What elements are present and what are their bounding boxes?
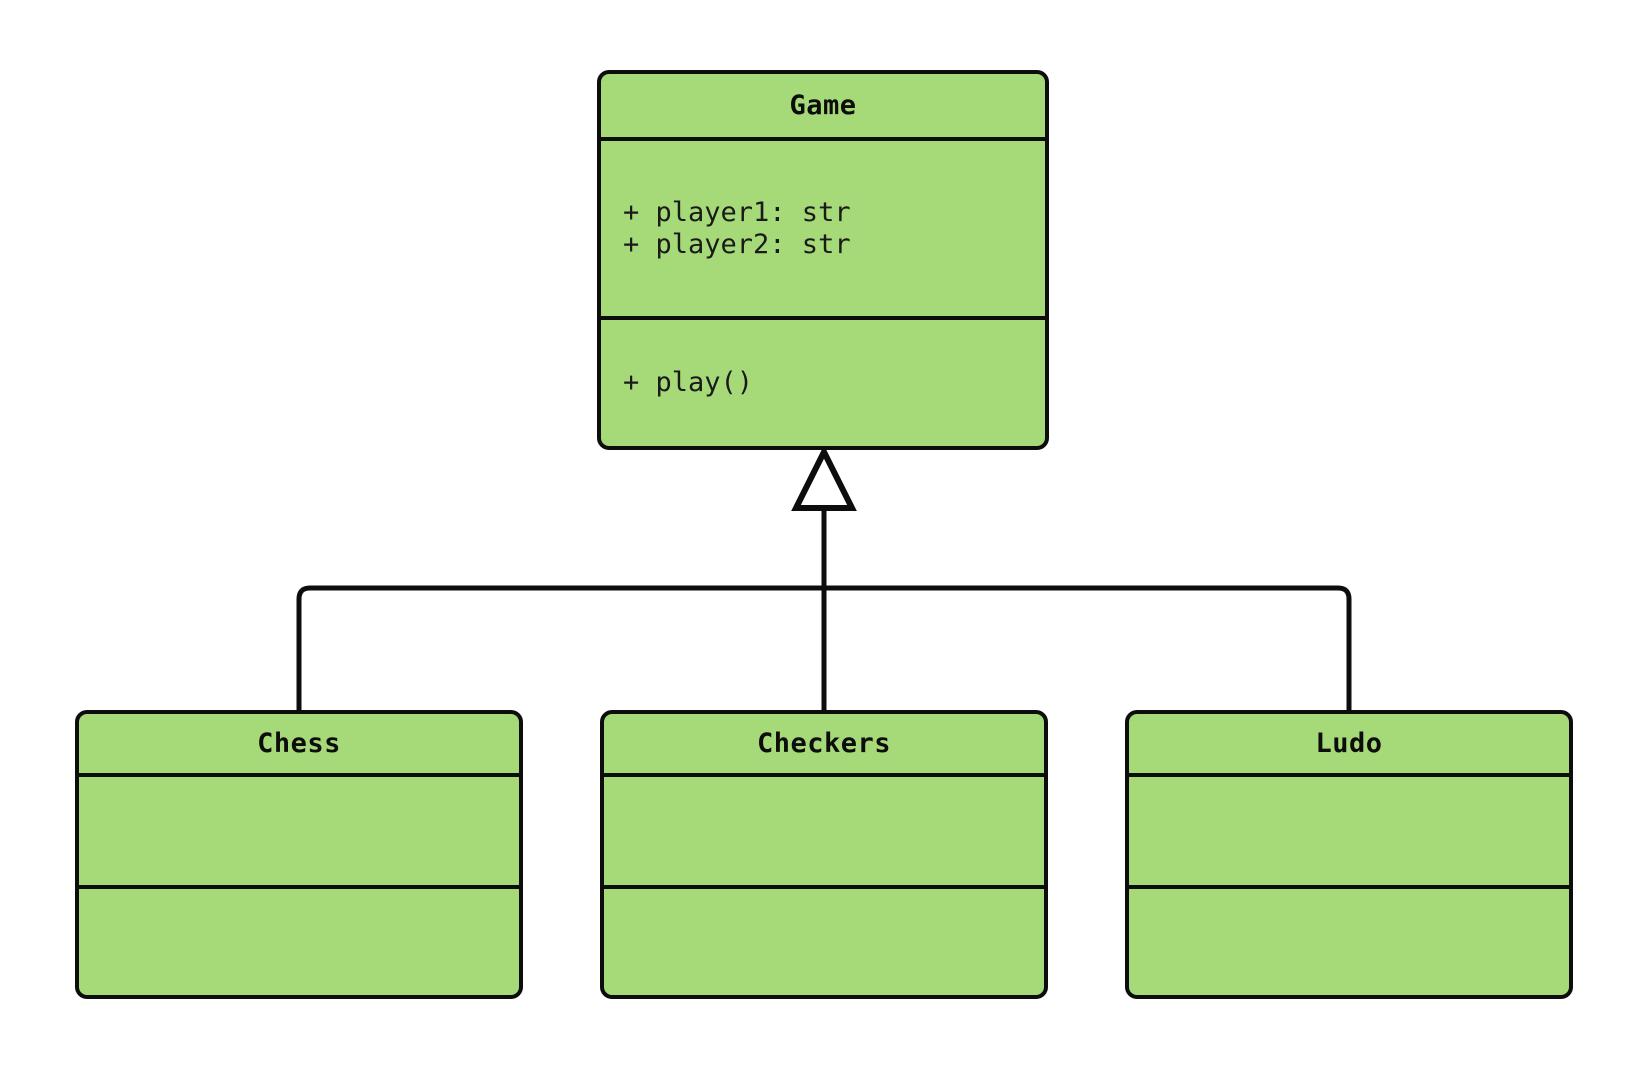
class-attributes-compartment-game: + player1: str + player2: str: [601, 141, 1045, 320]
class-name-compartment-game: Game: [601, 74, 1045, 141]
class-box-checkers[interactable]: Checkers: [600, 710, 1048, 999]
class-name-game: Game: [789, 90, 857, 121]
class-name-checkers: Checkers: [756, 728, 892, 759]
class-box-chess[interactable]: Chess: [75, 710, 523, 999]
class-attributes-compartment-chess: [79, 777, 519, 889]
class-name-compartment-checkers: Checkers: [604, 714, 1044, 777]
class-method-game-0: + play(): [623, 367, 754, 399]
class-methods-compartment-chess: [79, 889, 519, 995]
class-attribute-game-0: + player1: str: [623, 196, 851, 228]
class-box-ludo[interactable]: Ludo: [1125, 710, 1573, 999]
class-attribute-game-1: + player2: str: [623, 228, 851, 260]
class-name-compartment-ludo: Ludo: [1129, 714, 1569, 777]
connector-branch-left: [296, 585, 824, 710]
class-methods-compartment-game: + play(): [601, 320, 1045, 446]
class-methods-compartment-ludo: [1129, 889, 1569, 995]
class-name-ludo: Ludo: [1315, 728, 1383, 759]
generalization-triangle-icon: [791, 445, 857, 511]
connector-branch-right: [824, 585, 1352, 710]
class-box-game[interactable]: Game + player1: str + player2: str + pla…: [597, 70, 1049, 450]
class-methods-compartment-checkers: [604, 889, 1044, 995]
class-attributes-compartment-checkers: [604, 777, 1044, 889]
class-name-compartment-chess: Chess: [79, 714, 519, 777]
class-attributes-compartment-ludo: [1129, 777, 1569, 889]
class-name-chess: Chess: [257, 728, 341, 759]
